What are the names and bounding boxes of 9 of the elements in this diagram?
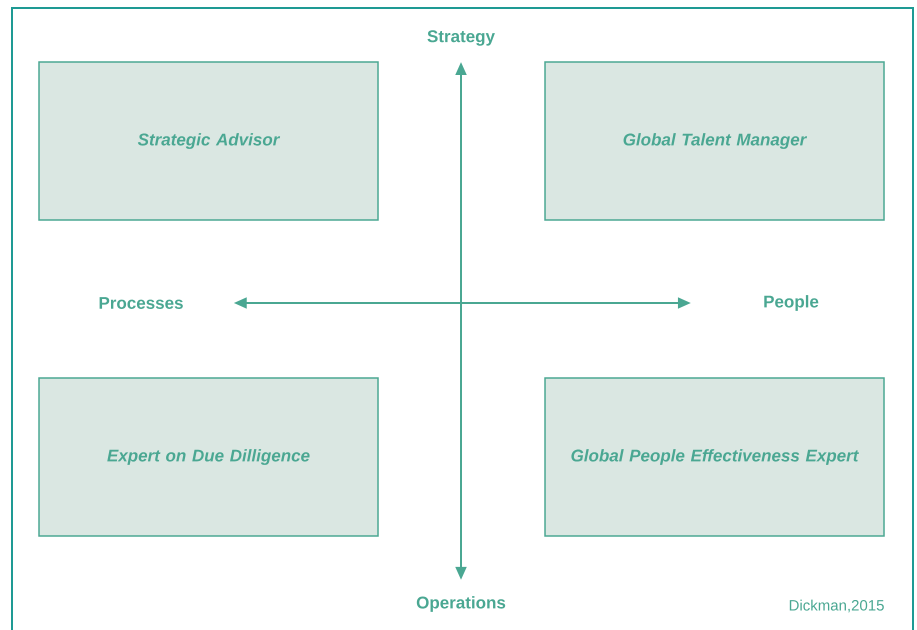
citation: Dickman,2015 xyxy=(790,600,884,612)
axis-label: People xyxy=(764,295,818,311)
axis-label: Processes xyxy=(100,297,183,309)
axis-label: Strategy xyxy=(427,30,495,46)
role-box: Global People Effectiveness Expert xyxy=(544,377,885,537)
role-box: Global Talent Manager xyxy=(544,61,885,221)
role-box: Expert on Due Dilligence xyxy=(38,377,379,537)
axis-label: Operations xyxy=(416,596,506,612)
role-box: Strategic Advisor xyxy=(38,61,379,221)
